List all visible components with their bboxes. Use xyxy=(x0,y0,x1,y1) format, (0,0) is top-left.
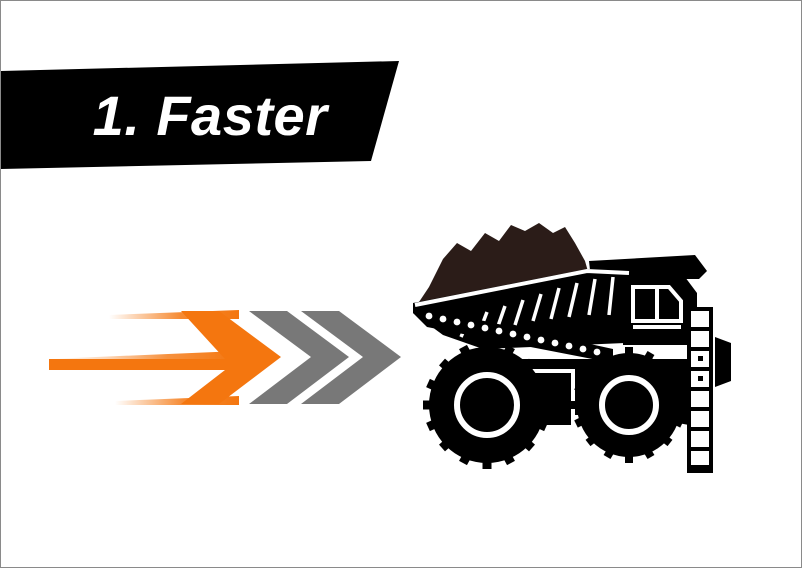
dump-bed-ribs xyxy=(459,276,615,338)
rear-wheel xyxy=(423,341,551,469)
banner-parallelogram xyxy=(1,61,399,169)
front-wheel xyxy=(571,347,687,463)
banner-title: 1. Faster xyxy=(92,84,328,147)
gray-chevron-far xyxy=(249,311,349,404)
dump-bed-outline xyxy=(414,268,630,307)
banner: 1. Faster xyxy=(1,61,403,171)
banner-shape xyxy=(1,61,399,169)
mining-haul-truck xyxy=(413,223,731,473)
access-ladder xyxy=(687,307,713,473)
orange-chevron-arrow xyxy=(49,311,281,404)
gray-chevron-near xyxy=(301,311,401,404)
rear-fender xyxy=(715,337,731,387)
cab-windows xyxy=(631,285,683,329)
bed-rivet-row xyxy=(425,312,601,356)
motion-arrow-graphic xyxy=(49,310,401,405)
